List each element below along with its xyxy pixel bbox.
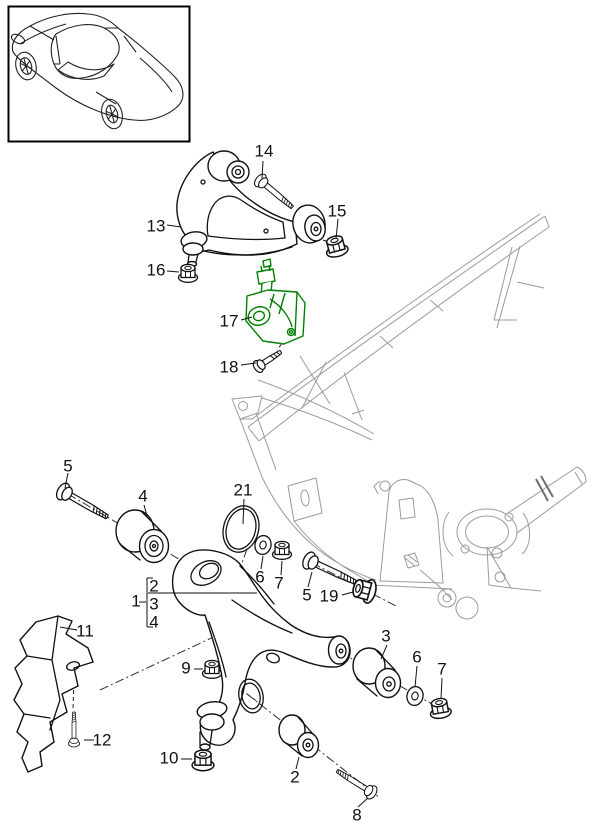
callout-21[interactable]: 21 [233, 480, 253, 500]
callout-11[interactable]: 11 [76, 621, 94, 641]
leader-lines [59, 160, 443, 808]
callout-14[interactable]: 14 [254, 141, 274, 161]
callout-3-group[interactable]: 3 [149, 594, 159, 614]
callout-10[interactable]: 10 [159, 748, 179, 768]
nut-9 [201, 659, 223, 679]
car-illustration [10, 12, 184, 130]
callout-7-mid[interactable]: 7 [274, 573, 284, 593]
bolt-12 [68, 711, 80, 748]
height-sensor-bracket-highlighted [245, 258, 306, 345]
callout-2-bushing[interactable]: 2 [290, 767, 300, 787]
washer-6-right [404, 684, 426, 708]
nut-7-right [427, 696, 453, 721]
callout-7-right[interactable]: 7 [437, 659, 447, 679]
callout-15[interactable]: 15 [327, 201, 347, 221]
callout-5-left[interactable]: 5 [63, 456, 73, 476]
bolt-18 [250, 345, 285, 375]
upper-arm-ball-joint [180, 231, 208, 271]
axis-lines [67, 332, 447, 799]
lower-arm-ball-joint [196, 701, 228, 756]
heat-shield-bracket [13, 615, 94, 773]
callout-17[interactable]: 17 [219, 311, 239, 331]
lower-arm-rear-eye [327, 635, 351, 665]
callout-9[interactable]: 9 [181, 658, 191, 678]
callout-8[interactable]: 8 [352, 805, 362, 825]
callout-3-bushing[interactable]: 3 [381, 626, 391, 646]
nut-7-mid [271, 540, 293, 560]
callout-18[interactable]: 18 [219, 357, 239, 377]
bushing-2 [278, 714, 320, 759]
upper-control-arm [176, 150, 332, 271]
callout-13[interactable]: 13 [146, 216, 166, 236]
callout-6-mid[interactable]: 6 [255, 567, 265, 587]
bushing-4 [115, 509, 170, 564]
callout-12[interactable]: 12 [92, 730, 112, 750]
callout-19[interactable]: 19 [319, 586, 339, 606]
group-bracket-1-2-3-4 [139, 577, 257, 628]
callout-4-group[interactable]: 4 [149, 612, 159, 632]
bushing-3 [352, 647, 402, 699]
callout-1-group[interactable]: 1 [131, 591, 141, 611]
vehicle-inset [7, 5, 191, 143]
callout-16[interactable]: 16 [146, 260, 166, 280]
callout-5-right[interactable]: 5 [302, 585, 312, 605]
retaining-ring-21 [222, 505, 260, 553]
callout-6-right[interactable]: 6 [412, 647, 422, 667]
upper-arm-front-bushing [207, 150, 250, 184]
callout-4-bushing[interactable]: 4 [138, 486, 148, 506]
lower-control-arm [171, 549, 351, 756]
nut-16 [177, 263, 199, 283]
callout-2-group[interactable]: 2 [149, 576, 159, 596]
nut-10 [191, 749, 215, 772]
bolt-8 [332, 764, 380, 802]
subframe-drawing [231, 213, 587, 620]
upper-arm-rear-bushing [292, 204, 332, 244]
